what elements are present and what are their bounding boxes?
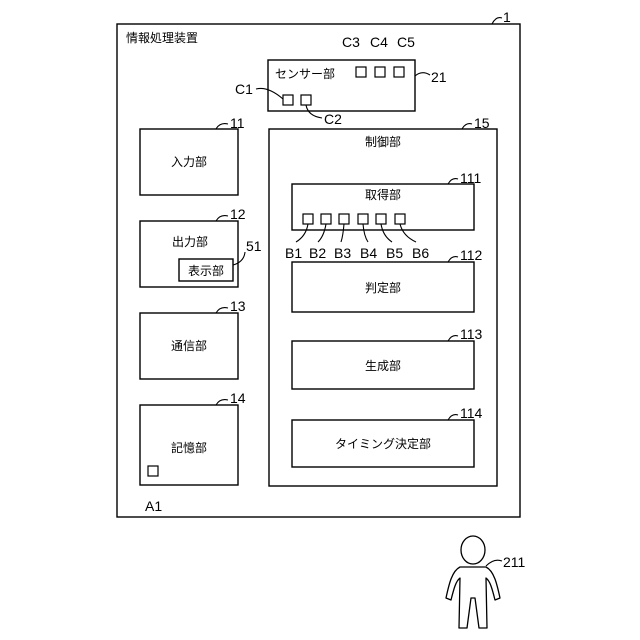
judge-ref: 112 <box>460 247 483 263</box>
device-ref-leader <box>492 18 502 24</box>
timing-ref: 114 <box>460 405 483 421</box>
acquire-port-b5-label: B5 <box>386 245 403 261</box>
sensor-port-c2-label: C2 <box>324 111 342 127</box>
sensor-port-c4-label: C4 <box>370 34 388 50</box>
output-ref: 12 <box>230 206 246 222</box>
sensor-port-c5-label: C5 <box>397 34 415 50</box>
person-ref: 211 <box>503 554 526 570</box>
storage-port-a1 <box>148 466 158 476</box>
comm-ref: 13 <box>230 298 246 314</box>
output-unit-label: 出力部 <box>172 234 208 249</box>
acquire-port-b6 <box>395 214 405 224</box>
storage-port-a1-label: A1 <box>145 498 162 514</box>
storage-unit-label: 記憶部 <box>171 440 207 455</box>
acquire-port-b1-label: B1 <box>285 245 302 261</box>
generate-ref: 113 <box>460 326 483 342</box>
display-unit-label: 表示部 <box>188 263 224 278</box>
storage-ref: 14 <box>230 390 246 406</box>
acquire-port-b3-label: B3 <box>334 245 351 261</box>
acquire-port-b5 <box>376 214 386 224</box>
acquire-port-b1 <box>303 214 313 224</box>
display-ref: 51 <box>246 238 262 254</box>
acquire-port-b3 <box>339 214 349 224</box>
device-ref: 1 <box>503 9 511 25</box>
sensor-port-c3 <box>356 67 366 77</box>
acquire-port-b4-label: B4 <box>360 245 377 261</box>
sensor-port-c1 <box>283 95 293 105</box>
acquire-port-b4 <box>358 214 368 224</box>
generate-unit-label: 生成部 <box>365 358 401 373</box>
acquire-port-b2 <box>321 214 331 224</box>
sensor-port-c5 <box>394 67 404 77</box>
sensor-port-c4 <box>375 67 385 77</box>
sensor-port-c3-label: C3 <box>342 34 360 50</box>
sensor-ref: 21 <box>431 69 447 85</box>
control-unit-label: 制御部 <box>365 134 401 149</box>
acquire-unit-label: 取得部 <box>365 187 401 202</box>
input-unit-label: 入力部 <box>171 154 207 169</box>
acquire-port-b2-label: B2 <box>309 245 326 261</box>
acquire-port-b6-label: B6 <box>412 245 429 261</box>
sensor-port-c2 <box>301 95 311 105</box>
person-icon <box>446 536 500 628</box>
sensor-unit-label: センサー部 <box>275 66 335 81</box>
person-ref-leader <box>486 560 502 566</box>
input-ref: 11 <box>230 115 245 131</box>
acquire-ref: 111 <box>460 170 481 186</box>
sensor-port-c1-label: C1 <box>235 81 253 97</box>
judge-unit-label: 判定部 <box>365 280 401 295</box>
control-ref: 15 <box>474 115 490 131</box>
device-title: 情報処理装置 <box>126 31 198 45</box>
comm-unit-label: 通信部 <box>171 338 207 353</box>
timing-unit-label: タイミング決定部 <box>335 436 431 451</box>
